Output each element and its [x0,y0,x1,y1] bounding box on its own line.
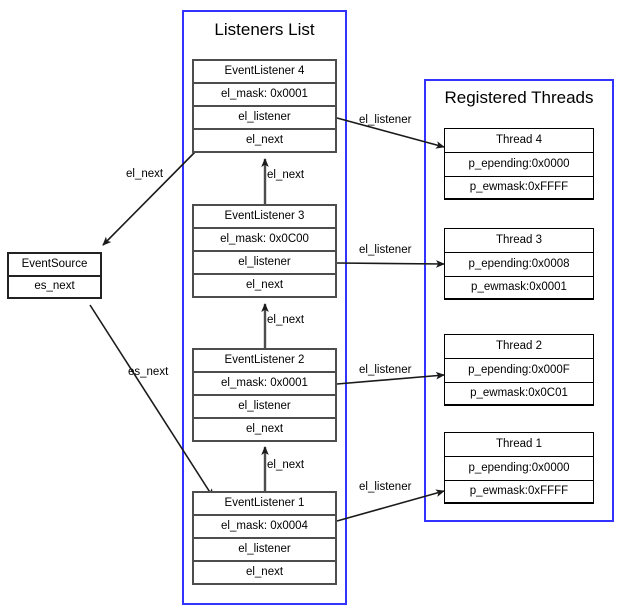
struct-thread-1-field-p_ewmask: p_ewmask:0xFFFF [445,481,593,503]
struct-eventlistener-4[interactable]: EventListener 4 el_mask: 0x0001 el_liste… [192,59,337,153]
struct-eventsource-title: EventSource [9,254,100,277]
struct-thread-3-title: Thread 3 [445,229,593,253]
struct-thread-4-field-p_epending: p_epending:0x0000 [445,153,593,177]
group-registered-threads-title: Registered Threads [444,88,594,107]
edge-label-el2-to-thread2: el_listener [359,364,412,376]
struct-eventlistener-2-field-el_next: el_next [194,419,335,440]
struct-eventlistener-3-field-el_listener: el_listener [194,252,335,275]
edge-label-eventsource-to-el1: es_next [128,366,169,378]
struct-thread-2-field-p_epending: p_epending:0x000F [445,359,593,383]
struct-eventlistener-4-field-el_listener: el_listener [194,107,335,130]
group-listeners-list-title: Listeners List [214,20,315,39]
struct-eventlistener-2-title: EventListener 2 [194,350,335,373]
edge-label-el3-to-el4: el_next [267,169,305,181]
struct-eventlistener-3[interactable]: EventListener 3 el_mask: 0x0C00 el_liste… [192,204,337,298]
struct-eventlistener-1-field-el_next: el_next [194,562,335,583]
edge-label-el4-to-thread4: el_listener [359,114,412,126]
struct-eventlistener-3-field-el_mask: el_mask: 0x0C00 [194,229,335,252]
struct-eventlistener-4-field-el_mask: el_mask: 0x0001 [194,84,335,107]
struct-thread-4-title: Thread 4 [445,129,593,153]
edge-label-el1-to-el2: el_next [267,459,305,471]
struct-eventsource[interactable]: EventSource es_next [7,252,102,299]
struct-thread-1[interactable]: Thread 1 p_epending:0x0000 p_ewmask:0xFF… [444,432,594,504]
struct-thread-3[interactable]: Thread 3 p_epending:0x0008 p_ewmask:0x00… [444,228,594,300]
edge-label-el2-to-el3: el_next [267,314,305,326]
struct-thread-2[interactable]: Thread 2 p_epending:0x000F p_ewmask:0x0C… [444,334,594,406]
struct-thread-1-title: Thread 1 [445,433,593,457]
struct-eventlistener-2-field-el_listener: el_listener [194,396,335,419]
group-registered-threads [424,79,614,522]
edge-label-el1-to-thread1: el_listener [359,481,412,493]
struct-eventlistener-1-field-el_listener: el_listener [194,539,335,562]
struct-eventlistener-3-title: EventListener 3 [194,206,335,229]
struct-eventlistener-1[interactable]: EventListener 1 el_mask: 0x0004 el_liste… [192,491,337,585]
struct-thread-4[interactable]: Thread 4 p_epending:0x0000 p_ewmask:0xFF… [444,128,594,200]
edge-label-el3-to-thread3: el_listener [359,244,412,256]
struct-thread-3-field-p_ewmask: p_ewmask:0x0001 [445,277,593,299]
struct-eventlistener-3-field-el_next: el_next [194,275,335,296]
struct-thread-4-field-p_ewmask: p_ewmask:0xFFFF [445,177,593,199]
struct-thread-3-field-p_epending: p_epending:0x0008 [445,253,593,277]
struct-eventlistener-1-title: EventListener 1 [194,493,335,516]
struct-thread-1-field-p_epending: p_epending:0x0000 [445,457,593,481]
struct-eventlistener-4-title: EventListener 4 [194,61,335,84]
struct-eventlistener-2[interactable]: EventListener 2 el_mask: 0x0001 el_liste… [192,348,337,442]
struct-eventsource-field-es_next: es_next [9,277,100,299]
struct-eventlistener-2-field-el_mask: el_mask: 0x0001 [194,373,335,396]
struct-thread-2-field-p_ewmask: p_ewmask:0x0C01 [445,383,593,405]
struct-eventlistener-1-field-el_mask: el_mask: 0x0004 [194,516,335,539]
struct-eventlistener-4-field-el_next: el_next [194,130,335,151]
struct-thread-2-title: Thread 2 [445,335,593,359]
edge-label-el4-to-eventsource: el_next [126,168,164,180]
